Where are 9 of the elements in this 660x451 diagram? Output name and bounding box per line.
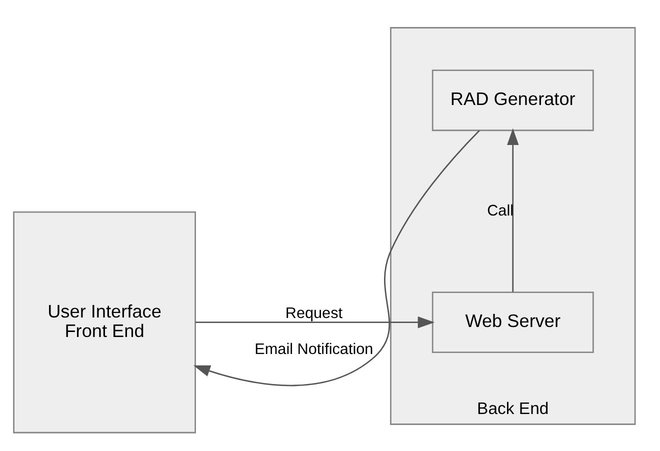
edge-label: Request [285,304,343,322]
arrow [193,130,480,386]
node-box: User Interface Front End [13,210,196,433]
node-box: Web Server [432,291,594,353]
edge-label: Call [487,202,514,219]
edge-label: Email Notification [254,340,374,358]
arrow [507,128,519,292]
arrow [195,316,435,328]
node-box: RAD Generator [432,69,594,131]
